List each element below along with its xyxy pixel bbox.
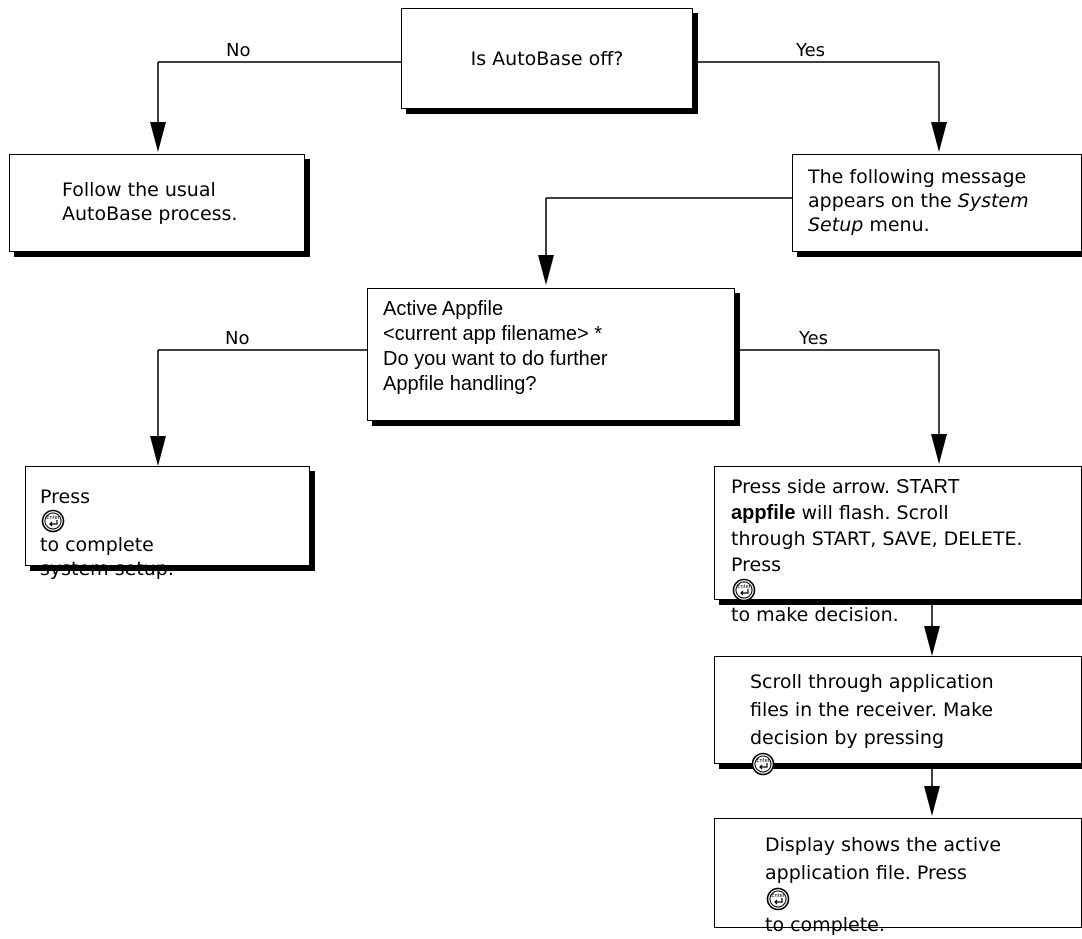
no-label-mid: No [225, 328, 250, 349]
no-label-top: No [226, 40, 251, 61]
press-word-2: Press [731, 554, 782, 576]
scroll-files-line2: files in the receiver. Make [750, 699, 994, 721]
setup-word: Setup [808, 214, 864, 236]
decision-autobase-text: Is AutoBase off? [470, 47, 624, 70]
usual-process-line1: Follow the usual [62, 179, 216, 201]
display-line2-text: application file. Press [765, 862, 967, 884]
appfile-line4: Appfile handling? [383, 373, 537, 395]
svg-text:Enter: Enter [756, 758, 770, 764]
usual-process-box: Follow the usual AutoBase process. [9, 154, 305, 252]
complete-setup-text: to complete [40, 534, 154, 556]
complete-setup-line2: system setup. [40, 558, 174, 580]
enter-key-icon: Enter [766, 887, 790, 911]
enter-key-icon: Enter [751, 752, 775, 776]
side-arrow-text: Press side arrow. [731, 476, 897, 498]
yes-label-top: Yes [796, 40, 826, 61]
svg-text:Enter: Enter [771, 893, 785, 899]
scroll-files-text: decision by pressing [750, 727, 945, 749]
display-active-file-box: Display shows the active application fil… [714, 818, 1082, 936]
svg-text:Enter: Enter [737, 584, 751, 590]
side-arrow-line1: Press side arrow. START [731, 474, 1081, 500]
appfile-line1: Active Appfile [383, 298, 504, 320]
appfile-word: appfile [731, 502, 796, 524]
appfile-line3: Do you want to do further [383, 348, 608, 370]
yes-label-mid: Yes [799, 328, 829, 349]
scroll-files-line1: Scroll through application [750, 671, 994, 693]
decision-text: to make decision. [731, 604, 899, 626]
system-word: System [957, 190, 1029, 212]
enter-key-icon: Enter [41, 509, 65, 533]
message-line1: The following message [808, 166, 1027, 188]
side-arrow-line3: through START, SAVE, DELETE. [731, 528, 1023, 550]
side-arrow-line2: appfile will flash. Scroll [731, 500, 1081, 526]
enter-key-icon: Enter [732, 578, 756, 602]
scroll-files-box: Scroll through application files in the … [714, 656, 1082, 776]
svg-text:Enter: Enter [46, 515, 60, 521]
message-line2-text: appears on the [808, 190, 958, 212]
display-line1: Display shows the active [765, 834, 1002, 856]
message-line3: Setup menu. [808, 213, 1081, 237]
appfile-line2: <current app filename> * [383, 323, 603, 345]
start-word: START [896, 476, 960, 498]
press-word: Press [40, 486, 91, 508]
flash-text: will flash. Scroll [795, 502, 949, 524]
system-setup-message-box: The following message appears on the Sys… [792, 154, 1082, 252]
message-line2: appears on the System [808, 189, 1081, 213]
usual-process-line2: AutoBase process. [62, 203, 238, 225]
decision-appfile-handling: Active Appfile <current app filename> * … [367, 288, 735, 421]
display-line3: to complete. [765, 914, 885, 936]
menu-word: menu. [863, 214, 930, 236]
decision-autobase-off: Is AutoBase off? [401, 8, 693, 109]
side-arrow-box: Press side arrow. START appfile will fla… [714, 466, 1082, 626]
